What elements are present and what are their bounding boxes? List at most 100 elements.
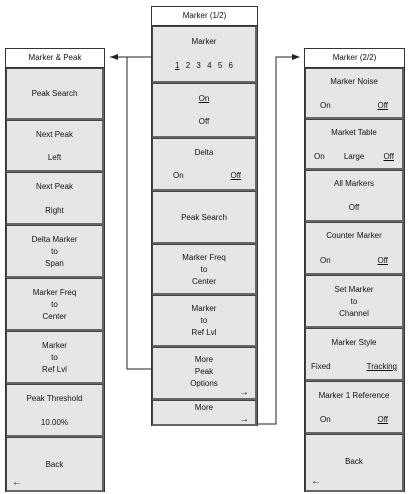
key-label: Back xyxy=(345,457,363,466)
key-label: More xyxy=(194,403,214,412)
large-option: Large xyxy=(343,152,365,161)
key-value: 10.00% xyxy=(40,418,69,427)
key-label: Ref Lvl xyxy=(191,328,217,337)
delta-marker-to-span-button[interactable]: Delta Marker to Span xyxy=(6,225,104,278)
off-option: Off xyxy=(377,256,388,265)
marker-number: 1 xyxy=(175,61,180,70)
left-arrow-icon: ← xyxy=(12,477,22,488)
marker-style-button[interactable]: Marker Style Fixed Tracking xyxy=(305,328,404,381)
key-label: Center xyxy=(42,312,67,321)
key-label: Center xyxy=(191,277,216,286)
options-row: On Large Off xyxy=(314,152,394,162)
marker-noise-button[interactable]: Marker Noise On Off xyxy=(305,68,404,119)
key-value: Right xyxy=(45,206,64,215)
next-peak-right-button[interactable]: Next Peak Right xyxy=(6,172,104,225)
marker-freq-to-center-button[interactable]: Marker Freq to Center xyxy=(152,244,257,295)
marker-number: 2 xyxy=(185,61,191,70)
delta-options-row: On Off xyxy=(173,171,241,181)
on-option: On xyxy=(173,171,184,180)
key-label: Market Table xyxy=(331,128,377,137)
counter-marker-button[interactable]: Counter Marker On Off xyxy=(305,222,404,275)
key-label: Marker Noise xyxy=(330,77,378,86)
on-option: On xyxy=(314,152,325,161)
key-value: Left xyxy=(47,153,62,162)
key-label: Peak Search xyxy=(31,89,78,98)
marker-to-ref-lvl-button[interactable]: Marker to Ref Lvl xyxy=(152,295,257,347)
peak-threshold-button[interactable]: Peak Threshold 10.00% xyxy=(6,384,104,437)
off-option: Off xyxy=(230,171,241,180)
options-row: On Off xyxy=(320,101,388,111)
on-option: On xyxy=(320,101,331,110)
key-label: Options xyxy=(190,379,218,388)
key-label: Set Marker xyxy=(334,285,374,294)
off-option: Off xyxy=(198,117,210,126)
on-option: On xyxy=(198,94,210,103)
key-value: Off xyxy=(348,203,360,212)
market-table-button[interactable]: Market Table On Large Off xyxy=(305,119,404,170)
options-row: Fixed Tracking xyxy=(311,362,397,372)
key-label: to xyxy=(51,300,58,309)
key-label: to xyxy=(200,316,208,325)
key-label: Delta Marker xyxy=(31,235,78,244)
key-label: to xyxy=(200,265,208,274)
key-label: Next Peak xyxy=(36,182,73,191)
key-label: to xyxy=(51,247,58,256)
marker-select-button[interactable]: Marker 1 2 3 4 5 6 xyxy=(152,26,257,83)
options-row: On Off xyxy=(320,415,388,425)
right-arrow-icon: → xyxy=(239,414,249,425)
marker-number-row: 1 2 3 4 5 6 xyxy=(175,61,233,71)
middle-menu-title: Marker (1/2) xyxy=(152,7,257,26)
left-menu-title: Marker & Peak xyxy=(6,49,104,68)
marker-to-ref-lvl-button[interactable]: Marker to Ref Lvl xyxy=(6,331,104,384)
on-option: On xyxy=(320,256,331,265)
key-label: Peak Threshold xyxy=(26,394,83,403)
key-label: to xyxy=(51,353,58,362)
key-label: Marker xyxy=(191,304,217,313)
marker-on-off-button[interactable]: On Off xyxy=(152,83,257,138)
tracking-option: Tracking xyxy=(366,362,397,371)
key-label: Peak xyxy=(194,367,214,376)
marker-1-reference-button[interactable]: Marker 1 Reference On Off xyxy=(305,381,404,434)
key-label: Marker xyxy=(42,341,67,350)
marker-number: 3 xyxy=(196,61,201,70)
key-label: Counter Marker xyxy=(326,231,382,240)
key-label: Ref Lvl xyxy=(42,365,67,374)
right-arrow-icon: → xyxy=(239,387,249,398)
set-marker-to-channel-button[interactable]: Set Marker to Channel xyxy=(305,275,404,328)
key-label: Peak Search xyxy=(181,213,227,222)
back-button[interactable]: Back ← xyxy=(305,434,404,492)
key-label: Marker Freq xyxy=(32,288,77,297)
fixed-option: Fixed xyxy=(311,362,331,371)
peak-search-button[interactable]: Peak Search xyxy=(152,191,257,244)
key-label: Span xyxy=(45,259,64,268)
key-label: Back xyxy=(45,460,64,469)
left-arrow-icon: ← xyxy=(311,476,321,487)
key-label: Marker Freq xyxy=(182,253,226,262)
all-markers-button[interactable]: All Markers Off xyxy=(305,170,404,222)
off-option: Off xyxy=(377,415,388,424)
key-label: More xyxy=(194,355,214,364)
marker-number: 4 xyxy=(207,61,212,70)
next-peak-left-button[interactable]: Next Peak Left xyxy=(6,120,104,172)
left-menu-panel: Marker & Peak Peak Search Next Peak Left… xyxy=(5,48,105,492)
key-label: Marker Style xyxy=(331,338,377,347)
options-row: On Off xyxy=(320,256,388,266)
peak-search-button[interactable]: Peak Search xyxy=(6,68,104,120)
right-menu-title: Marker (2/2) xyxy=(305,49,404,68)
key-label: Channel xyxy=(339,309,369,318)
more-peak-options-button[interactable]: More Peak Options → xyxy=(152,347,257,400)
back-button[interactable]: Back ← xyxy=(6,437,104,492)
off-option: Off xyxy=(383,152,394,161)
key-label: Delta xyxy=(194,148,214,157)
more-button[interactable]: More → xyxy=(152,400,257,426)
key-label: to xyxy=(350,297,358,306)
key-label: Next Peak xyxy=(36,130,73,139)
right-menu-panel: Marker (2/2) Marker Noise On Off Market … xyxy=(304,48,405,492)
on-option: On xyxy=(320,415,331,424)
key-label: Marker 1 Reference xyxy=(318,391,390,400)
key-label: Marker xyxy=(191,37,217,46)
marker-freq-to-center-button[interactable]: Marker Freq to Center xyxy=(6,278,104,331)
marker-number: 6 xyxy=(228,61,233,70)
delta-button[interactable]: Delta On Off xyxy=(152,138,257,191)
